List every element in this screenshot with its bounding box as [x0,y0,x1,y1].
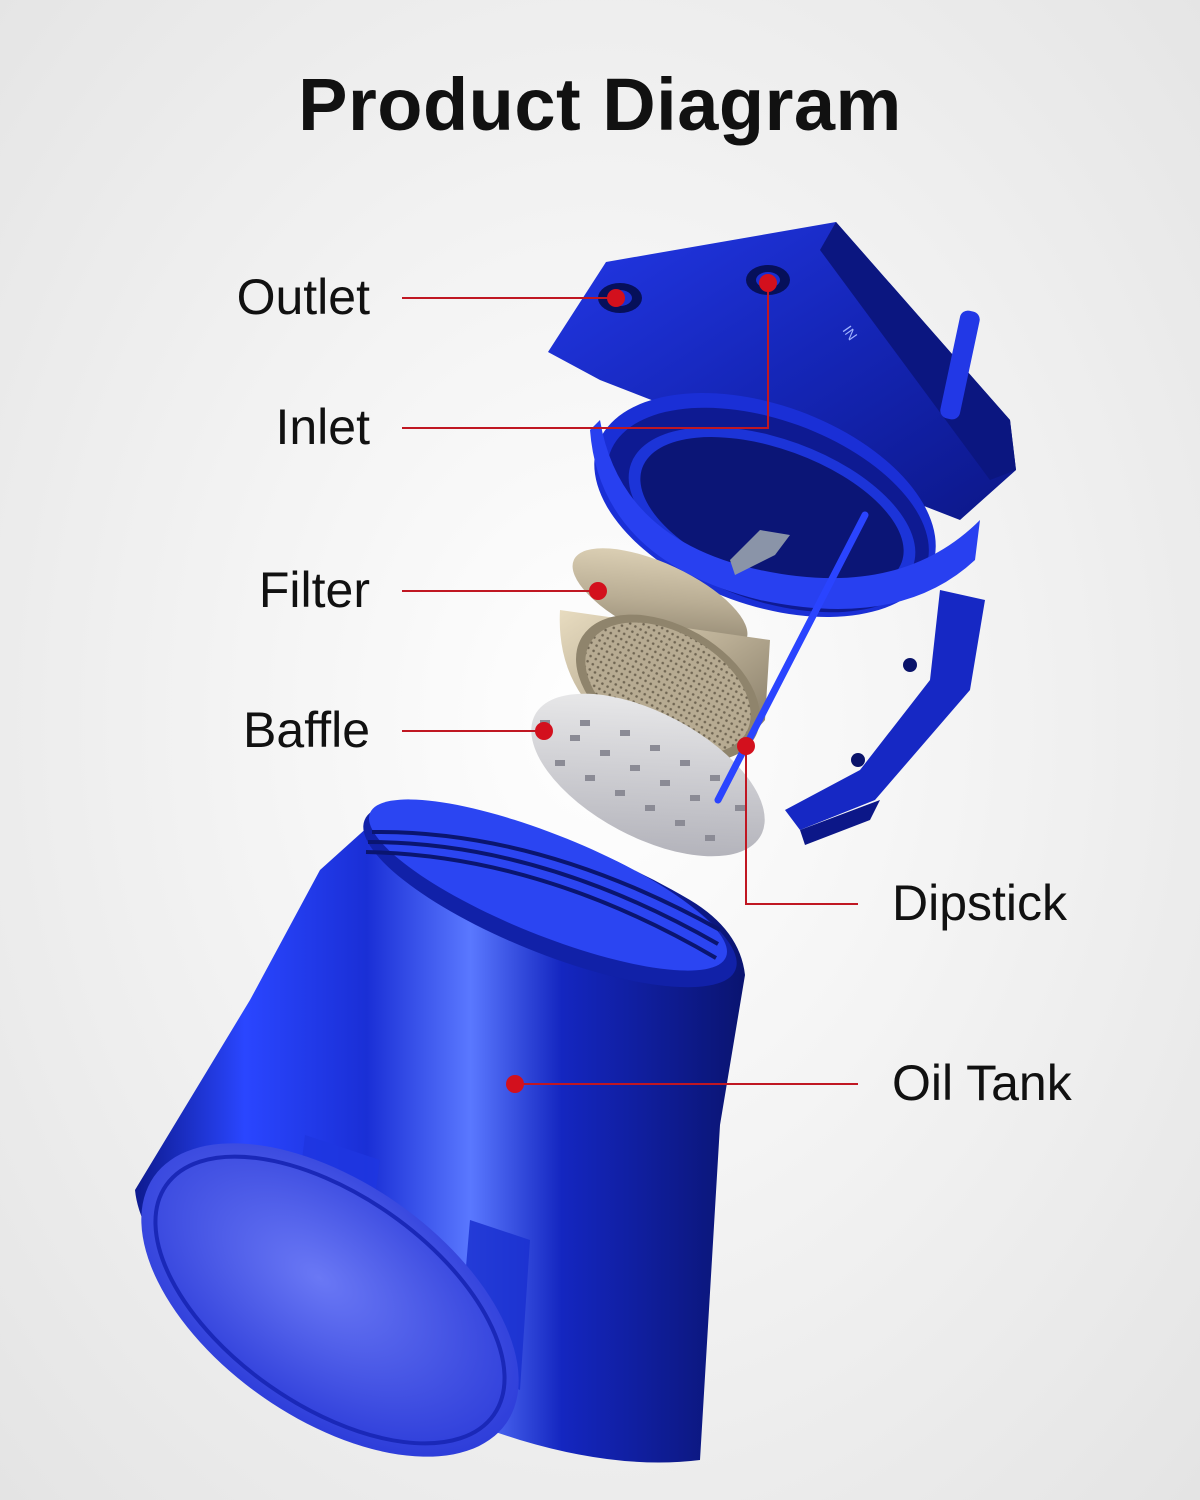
dipstick-leader-line [745,746,858,905]
dipstick-marker-dot [737,737,755,755]
baffle-part [531,693,765,857]
inlet-marker-dot [759,274,777,292]
filter-marker-dot [589,582,607,600]
filter-label: Filter [258,562,370,618]
outlet-label: Outlet [236,269,370,325]
oil-tank-part [135,799,745,1463]
dipstick-label: Dipstick [892,875,1068,931]
leader-lines [402,283,858,1085]
cap-assembly: IN [548,222,1016,845]
baffle-marker-dot [535,722,553,740]
baffle-label: Baffle [243,702,370,758]
oil-tank-marker-dot [506,1075,524,1093]
inlet-leader-line [402,283,769,429]
page-title: Product Diagram [298,63,902,146]
outlet-marker-dot [607,289,625,307]
inlet-label: Inlet [275,399,370,455]
oil-tank-label: Oil Tank [892,1055,1072,1111]
